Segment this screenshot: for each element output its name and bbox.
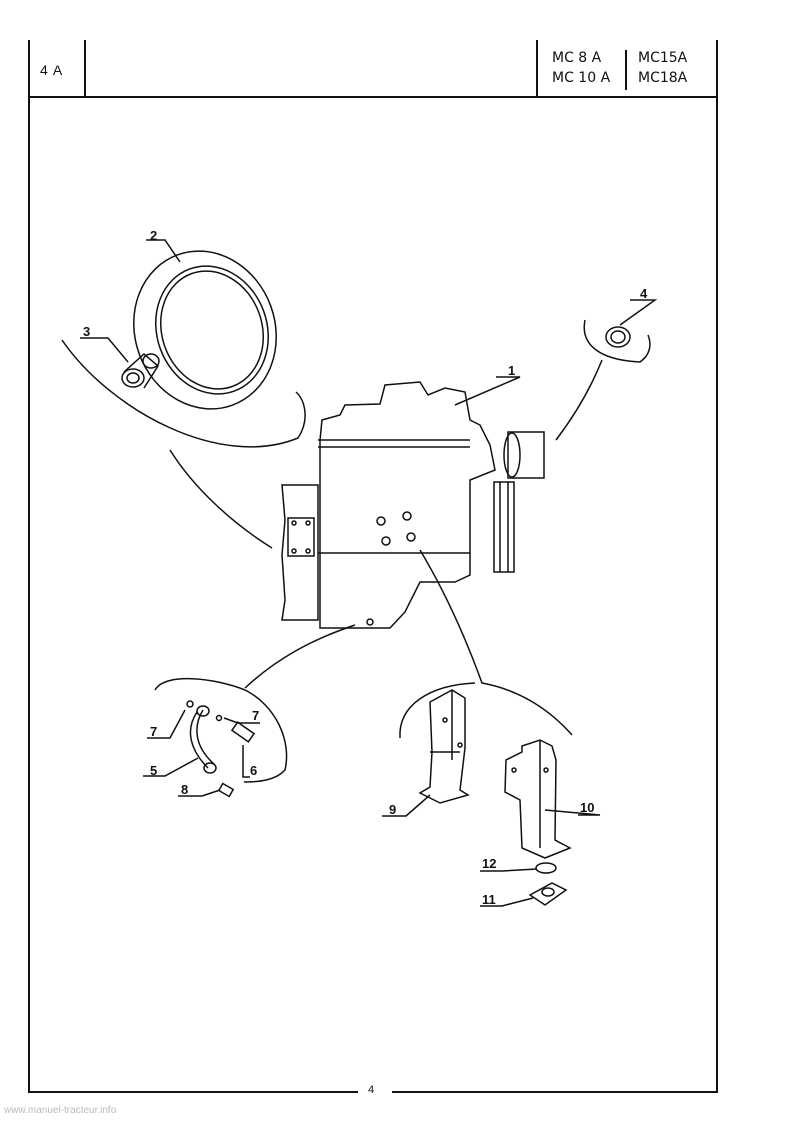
flywheel-housing-ring bbox=[133, 250, 277, 410]
frame-left-border bbox=[28, 40, 30, 1092]
callout-label: 10 bbox=[580, 800, 594, 815]
oil-pipe bbox=[189, 711, 209, 769]
callout-label: 4 bbox=[640, 286, 648, 301]
detail-bubble-housing bbox=[61, 339, 306, 448]
bell-housing bbox=[281, 484, 319, 621]
callout-label: 8 bbox=[181, 782, 188, 797]
front-pulley bbox=[493, 481, 515, 573]
washer bbox=[535, 862, 557, 874]
callout-label: 11 bbox=[482, 892, 496, 907]
detail-bubble-supports bbox=[399, 682, 476, 739]
footer-rule bbox=[28, 1091, 358, 1093]
callout-label: 9 bbox=[389, 802, 396, 817]
model-label: MC 10 A bbox=[552, 70, 611, 86]
section-code: 4 A bbox=[40, 62, 64, 78]
callout-label: 12 bbox=[482, 856, 496, 871]
frame-right-border bbox=[716, 40, 718, 1092]
union-fitting bbox=[230, 721, 256, 743]
model-label: MC18A bbox=[638, 70, 688, 86]
header-column-divider bbox=[84, 40, 86, 98]
seal-sleeve bbox=[121, 368, 145, 388]
callout-label: 2 bbox=[150, 228, 157, 243]
rubber-mount bbox=[528, 882, 568, 906]
header-column-divider bbox=[536, 40, 538, 98]
callout-label: 3 bbox=[83, 324, 90, 339]
callout-label: 5 bbox=[150, 763, 157, 778]
leader-curve bbox=[169, 449, 273, 549]
header-divider bbox=[28, 96, 718, 98]
engine-block bbox=[319, 381, 496, 629]
detail-bubble-oil-pipe bbox=[154, 677, 288, 783]
engine-support-left bbox=[418, 689, 470, 804]
page-number: 4 bbox=[368, 1084, 375, 1096]
footer-rule bbox=[392, 1091, 718, 1093]
detail-bubble-seal bbox=[583, 319, 651, 363]
engine-support-right bbox=[504, 739, 572, 859]
watermark-text: www.manuel-tracteur.info bbox=[4, 1105, 117, 1116]
model-column-divider bbox=[625, 50, 627, 90]
model-label: MC15A bbox=[638, 50, 688, 66]
callout-label: 7 bbox=[252, 708, 259, 723]
callout-label: 6 bbox=[250, 763, 257, 778]
front-seal bbox=[605, 326, 631, 348]
callout-label: 1 bbox=[508, 363, 515, 378]
drain-plug bbox=[217, 782, 235, 798]
callout-label: 7 bbox=[150, 724, 157, 739]
model-label: MC 8 A bbox=[552, 50, 602, 66]
